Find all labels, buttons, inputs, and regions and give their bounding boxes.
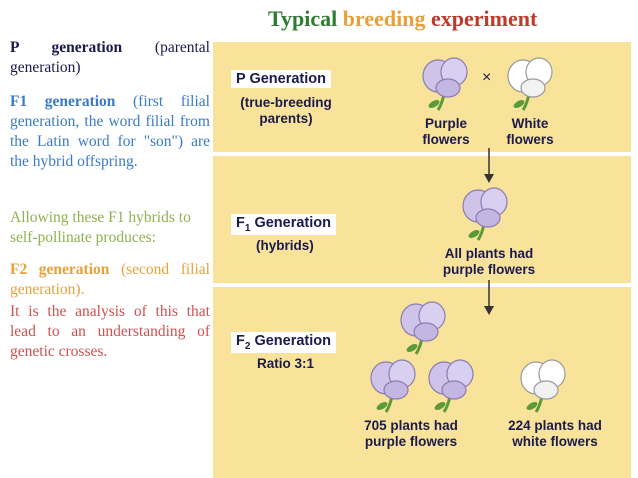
section-divider <box>213 283 631 287</box>
f1-generation-text: F1 generation (first filial generation, … <box>10 92 210 172</box>
f2-generation-term: F2 generation <box>10 261 110 278</box>
analysis-text: It is the analysis of this that lead to … <box>10 303 210 360</box>
f1-label-prefix: F <box>236 215 245 231</box>
f2-generation-desc: (second filial generation). <box>10 261 210 298</box>
self-pollinate-text: Allowing these F1 hybrids to self-pollin… <box>10 209 191 246</box>
title-part-experiment: experiment <box>430 6 538 31</box>
f2-ratio-label: Ratio 3:1 <box>257 356 315 371</box>
f2-purple-result: 705 plants had purple flowers <box>364 418 458 449</box>
p-generation-desc: (parental generation) <box>10 39 210 76</box>
title-part-breeding: breeding <box>342 6 426 31</box>
f1-label-rest: Generation <box>250 215 331 231</box>
purple-flowers-label: Purple flowers <box>422 116 470 147</box>
f2-white-result: 224 plants had white flowers <box>508 418 602 449</box>
f1-result-label: All plants had purple flowers <box>442 246 536 277</box>
f2-generation-label: F2 Generation <box>231 332 336 353</box>
f2-generation-text: F2 generation (second filial generation)… <box>10 260 210 300</box>
cross-symbol: × <box>482 69 492 86</box>
purple-flower-icon <box>462 187 508 241</box>
slide-title: Typical breeding experiment <box>268 6 537 32</box>
f1-generation-sub: (hybrids) <box>256 238 314 253</box>
white-flower-icon <box>520 359 566 413</box>
p-generation-text: P generation (parental generation) <box>10 38 210 78</box>
f2-label-prefix: F <box>236 333 245 349</box>
purple-flower-icon <box>422 57 468 111</box>
f2-label-sub: 2 <box>244 340 251 352</box>
diagram-panel <box>213 42 631 478</box>
f2-label-rest: Generation <box>250 333 331 349</box>
title-part-typical: Typical <box>268 6 338 31</box>
down-arrow-icon <box>484 280 494 315</box>
purple-flower-icon <box>370 359 416 413</box>
purple-flower-icon <box>400 301 446 355</box>
p-generation-label: P Generation <box>231 70 331 88</box>
down-arrow-icon <box>484 148 494 183</box>
p-generation-term: P generation <box>10 39 123 56</box>
section-divider <box>213 152 631 156</box>
purple-flower-icon <box>428 359 474 413</box>
white-flowers-label: White flowers <box>506 116 554 147</box>
f1-label-sub: 1 <box>244 222 251 234</box>
white-flower-icon <box>507 57 553 111</box>
f1-generation-term: F1 generation <box>10 93 116 110</box>
f1-generation-label: F1 Generation <box>231 214 336 235</box>
p-generation-sub: (true-breeding parents) <box>240 95 332 126</box>
f1-generation-desc: (first filial generation, the word filia… <box>10 93 210 170</box>
